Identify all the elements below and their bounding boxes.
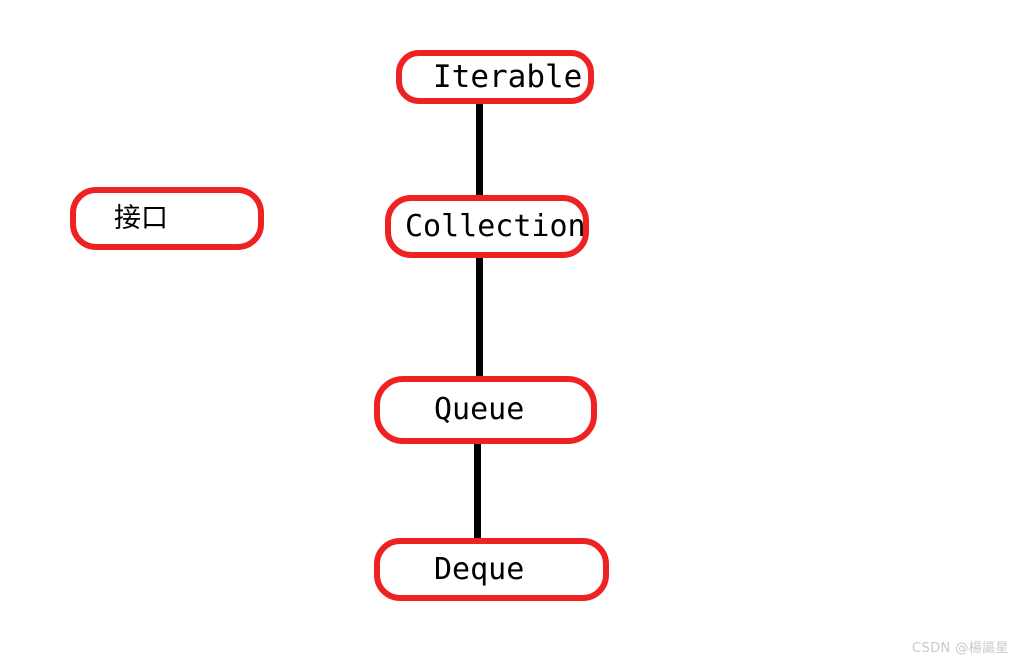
node-queue: Queue [374, 376, 597, 444]
node-legend-interface: 接口 [70, 187, 264, 250]
edge-queue-deque [474, 440, 481, 542]
edge-collection-queue [476, 254, 483, 380]
node-label: Queue [434, 392, 525, 427]
node-label: Iterable [433, 58, 583, 95]
node-label: Collection [405, 208, 586, 244]
node-collection: Collection [385, 195, 589, 258]
node-iterable: Iterable [396, 50, 594, 104]
node-label: 接口 [114, 203, 168, 234]
edge-iterable-collection [476, 100, 483, 199]
node-deque: Deque [374, 538, 609, 601]
node-label: Deque [434, 551, 525, 587]
csdn-watermark: CSDN @楊謳星 [912, 641, 1009, 656]
